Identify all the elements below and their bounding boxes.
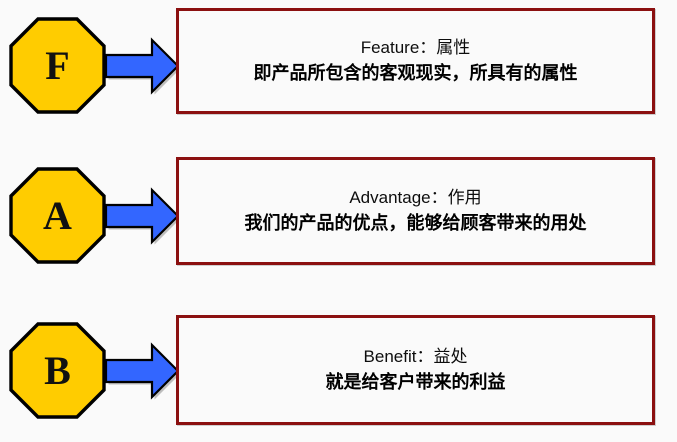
textbox-title: Advantage：作用 — [349, 187, 482, 207]
octagon-badge-letter: B — [44, 347, 71, 393]
textbox-benefit: Benefit：益处 就是给客户带来的利益 — [176, 315, 655, 425]
octagon-badge-letter: A — [43, 192, 72, 238]
textbox-description: 即产品所包含的客观现实，所具有的属性 — [253, 63, 578, 84]
arrow-b — [101, 339, 179, 401]
octagon-shape — [9, 322, 106, 419]
octagon-shape — [9, 17, 106, 114]
diagram-row-feature: F Feature：属性 即产品所包含的客观现实，所具有的属性 — [0, 0, 677, 150]
textbox-title: Benefit：益处 — [363, 346, 468, 366]
diagram-row-benefit: B Benefit：益处 就是给客户带来的利益 — [0, 305, 677, 442]
textbox-description: 就是给客户带来的利益 — [325, 372, 506, 393]
diagram-row-advantage: A Advantage：作用 我们的产品的优点，能够给顾客带来的用处 — [0, 150, 677, 305]
textbox-feature: Feature：属性 即产品所包含的客观现实，所具有的属性 — [176, 8, 655, 114]
arrow-f — [101, 34, 179, 96]
textbox-title: Feature：属性 — [360, 37, 471, 57]
octagon-shape — [9, 167, 106, 264]
arrow-shape — [104, 187, 179, 245]
textbox-advantage: Advantage：作用 我们的产品的优点，能够给顾客带来的用处 — [176, 157, 655, 265]
octagon-badge-letter: F — [45, 42, 70, 88]
arrow-shape — [104, 342, 179, 400]
arrow-a — [101, 184, 179, 246]
textbox-description: 我们的产品的优点，能够给顾客带来的用处 — [244, 213, 587, 234]
octagon-badge-b[interactable]: B — [9, 322, 106, 419]
octagon-badge-f[interactable]: F — [9, 17, 106, 114]
octagon-badge-a[interactable]: A — [9, 167, 106, 264]
arrow-shape — [104, 37, 179, 95]
